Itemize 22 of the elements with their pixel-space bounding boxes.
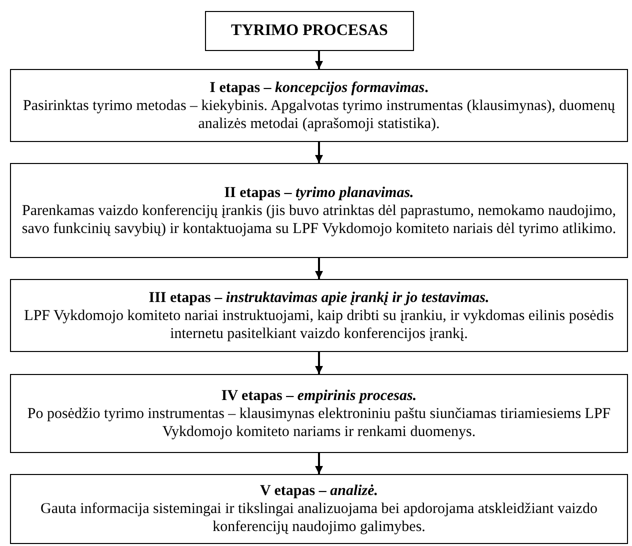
stage-box [10, 474, 628, 544]
arrow [315, 142, 323, 163]
stage-heading: II etapas – tyrimo planavimas. [224, 184, 414, 202]
arrow [315, 51, 323, 69]
stage-box [10, 69, 628, 142]
stage-heading: IV etapas – empirinis procesas. [221, 386, 417, 404]
stage-heading: III etapas – instruktavimas apie įrankį ir jo testavimas. [148, 288, 490, 306]
stage-description: Gauta informacija sistemingai ir tikslingai analizuojama bei apdorojama atskleidžiant vaizdo konferencijų naudojimo galimybes. [40, 500, 598, 536]
stage-heading: V etapas – analizė. [260, 482, 378, 500]
stage-description: Po posėdžio tyrimo instrumentas – klausimynas elektroniniu paštu siunčiamas tiriamiesiems LPF Vykdomojo komiteto nariams ir renkami duomenys. [26, 404, 612, 440]
arrow [315, 352, 323, 374]
stage-box [10, 163, 628, 258]
arrow [315, 453, 323, 474]
title-box [205, 11, 414, 51]
stage-description: Parenkamas vaizdo konferencijų įrankis (jis buvo atrinktas dėl paprastumo, nemokamo naudojimo, savo funkcinių savybių) ir kontaktuojama su LPF Vykdomojo komiteto nariais dėl tyrimo atlikimo. [20, 202, 618, 238]
stage-description: LPF Vykdomojo komiteto nariai instruktuojami, kaip dribti su įrankiu, ir vykdomas eilinis posėdis internetu pasitelkiant vaizdo konferencijos įrankį. [23, 306, 615, 342]
stage-heading: I etapas – koncepcijos formavimas. [210, 78, 428, 96]
title-text: TYRIMO PROCESAS [231, 22, 388, 40]
stage-box [10, 374, 628, 453]
stage-description: Pasirinktas tyrimo metodas – kiekybinis. Apgalvotas tyrimo instrumentas (klausimynas), duomenų analizės metodai (aprašomoji statistika). [22, 96, 616, 132]
arrow [315, 258, 323, 279]
stage-box [10, 279, 628, 352]
